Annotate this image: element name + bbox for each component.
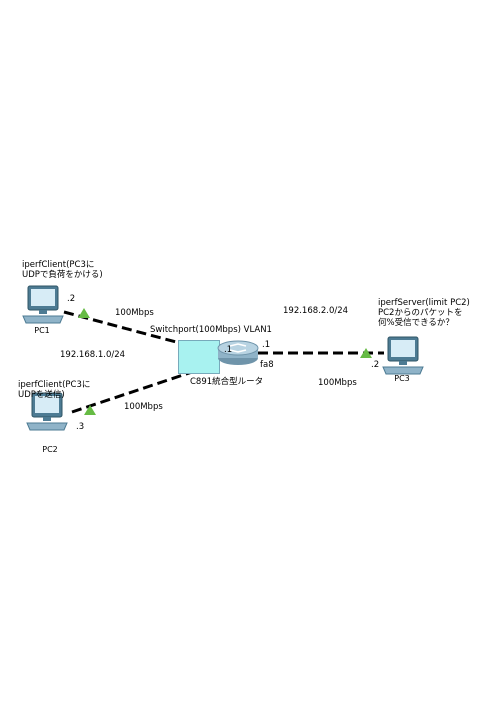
pc1-note-line2: UDPで負荷をかける)	[22, 270, 103, 280]
pc2-name: PC2	[42, 445, 58, 454]
pc1-ip-suffix: .2	[67, 294, 76, 304]
router-wan-ip-suffix: .1	[262, 340, 271, 350]
pc3-note-line3: 何%受信できるか？	[378, 318, 454, 328]
router-name: C891統合型ルータ	[190, 377, 264, 387]
desktop-pc-icon	[26, 392, 68, 431]
pc3-note-line1: iperfServer(limit PC2)	[378, 298, 470, 308]
pc2-device[interactable]	[24, 392, 70, 432]
pc3-device[interactable]	[380, 336, 426, 376]
pc3-note-line2: PC2からのパケットを	[378, 308, 463, 318]
pc1-name: PC1	[34, 326, 50, 335]
link-pc2-speed: 100Mbps	[124, 402, 163, 412]
link-pc2-router	[71, 366, 205, 414]
pc1-device[interactable]	[20, 285, 66, 325]
switchport-label: Switchport(100Mbps) VLAN1	[150, 325, 272, 335]
link-up-indicator	[84, 405, 96, 415]
link-up-indicator	[360, 348, 372, 358]
link-up-indicator	[78, 308, 90, 318]
pc3-ip-suffix: .2	[371, 360, 380, 370]
link-pc3-speed: 100Mbps	[318, 378, 357, 388]
pc3-name: PC3	[394, 374, 410, 383]
pc2-note-line2: UDPを送信)	[18, 390, 65, 400]
desktop-pc-icon	[382, 336, 424, 375]
router-icon[interactable]	[216, 340, 260, 366]
router-wan-port: fa8	[260, 360, 274, 370]
lan-network-label: 192.168.1.0/24	[60, 350, 126, 360]
wan-network-label: 192.168.2.0/24	[283, 306, 349, 316]
pc2-ip-suffix: .3	[76, 422, 85, 432]
pc1-note-line1: iperfClient(PC3に	[22, 260, 95, 270]
router-lan-ip-suffix: .1	[224, 345, 233, 355]
desktop-pc-icon	[22, 285, 64, 324]
link-pc1-speed: 100Mbps	[115, 308, 154, 318]
switchport-box[interactable]	[178, 340, 220, 374]
pc2-note-line1: iperfClient(PC3に	[18, 380, 91, 390]
